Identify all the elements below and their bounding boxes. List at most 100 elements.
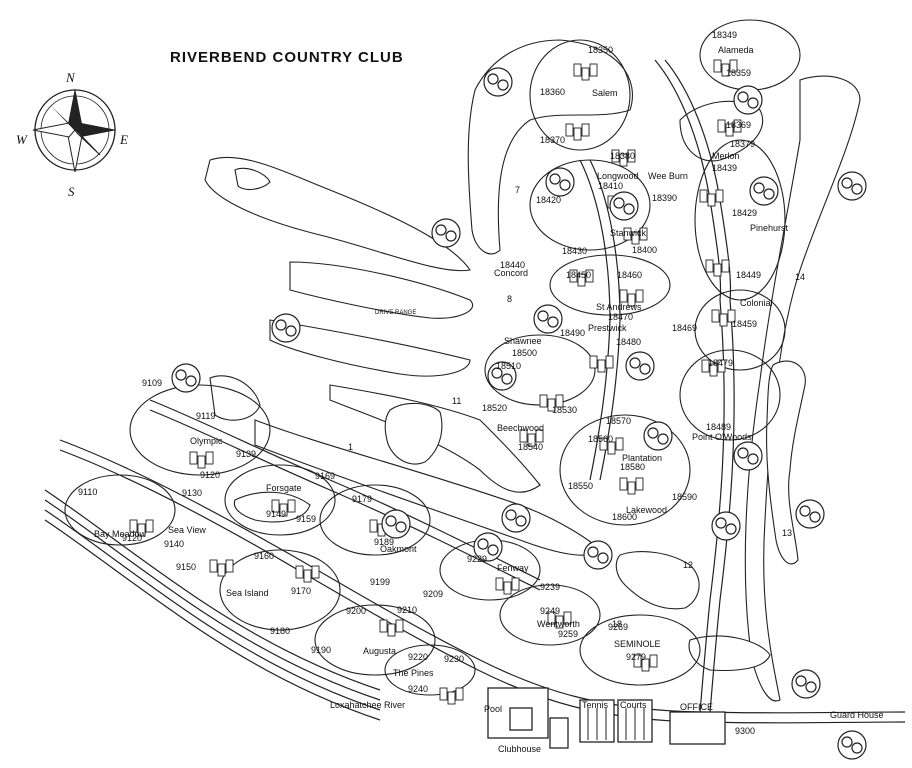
lot-number: 9160 [254,551,274,561]
building-cluster [295,565,320,583]
building-cluster [717,119,742,137]
building-cluster [573,63,598,81]
lot-number: 18439 [712,163,737,173]
tree-cluster [733,441,763,471]
lot-number: 9229 [467,554,487,564]
neighborhood-label: Longwood [597,171,639,181]
neighborhood-label: Fenway [497,563,529,573]
tree-cluster [381,509,411,539]
lot-number: 18350 [588,45,613,55]
building-cluster [623,227,648,245]
neighborhood-label: Sea View [168,525,206,535]
tree-cluster [643,421,673,451]
neighborhood-label: Pinehurst [750,223,789,233]
tree-cluster [749,176,779,206]
courts-label: Courts [620,700,647,710]
neighborhood-label: Prestwick [588,323,627,333]
lot-number: 18489 [706,422,731,432]
lot-number: 9259 [558,629,578,639]
lot-number: 18540 [518,442,543,452]
lot-number: 9169 [315,471,335,481]
lot-number: 9209 [423,589,443,599]
lot-number: 18430 [562,246,587,256]
office-building [669,711,726,745]
lot-number: 18550 [568,481,593,491]
lot-number: 18460 [617,270,642,280]
neighborhood-label: Wentworth [537,619,580,629]
tree-cluster [837,171,867,201]
lot-number: 9149 [266,509,286,519]
lot-number: 9199 [370,577,390,587]
lot-number: 9140 [164,539,184,549]
lot-number: 9170 [291,586,311,596]
drive-range-label: DRIVE RANGE [375,310,416,316]
neighborhood-label: Augusta [363,646,396,656]
compass-west: W [16,132,28,147]
building-cluster [209,559,234,577]
lot-number: 9200 [346,606,366,616]
building-cluster [519,429,544,447]
building-cluster [619,289,644,307]
building-cluster [701,359,726,377]
neighborhood-label: Salem [592,88,618,98]
lot-number: 18349 [712,30,737,40]
river-label: Loxahatchee River [330,700,405,710]
lot-number: 18490 [560,328,585,338]
building-cluster [589,355,614,373]
compass-south: S [68,184,75,199]
lot-number: 18459 [732,319,757,329]
lot-number: 18390 [652,193,677,203]
lot-number: 18570 [606,416,631,426]
building-cluster [705,259,730,277]
tree-cluster [533,304,563,334]
lot-number: 18510 [496,361,521,371]
lot-number: 18520 [482,403,507,413]
tree-cluster [545,167,575,197]
tree-cluster [271,313,301,343]
tree-cluster [483,67,513,97]
building-cluster [569,269,594,287]
tree-cluster [711,511,741,541]
building-cluster [619,477,644,495]
lot-number: 9180 [270,626,290,636]
tree-clusters [171,67,867,760]
hole-number: 13 [782,528,792,538]
lot-number: 18420 [536,195,561,205]
golf-fairways [204,39,861,702]
lot-number: 18470 [608,312,633,322]
hole-number: 14 [795,272,805,282]
building-cluster [439,687,464,705]
tree-cluster [609,191,639,221]
compass-rose: N S E W [16,70,128,199]
lot-number: 18479 [708,358,733,368]
lot-number: 9119 [196,411,215,421]
lot-number: 18410 [598,181,623,191]
hole-number: 7 [515,185,520,195]
compass-east: E [119,132,128,147]
lot-number: 18480 [616,337,641,347]
neighborhood-label: Sea Island [226,588,269,598]
tree-cluster [431,218,461,248]
lot-number: 18440 [500,260,525,270]
lot-number: 18400 [632,245,657,255]
lot-number: 9189 [374,537,394,547]
neighborhood-label: Olympic [190,436,223,446]
neighborhood-label: Stanwick [610,228,647,238]
tree-cluster [625,351,655,381]
facilities: Pool Clubhouse Tennis Courts OFFICE [484,687,726,754]
lot-number: 9179 [352,494,372,504]
office-label: OFFICE [680,702,713,712]
neighborhood-label: Wee Burn [648,171,688,181]
neighborhood-label: SEMINOLE [614,639,661,649]
building-cluster [711,309,736,327]
tree-cluster [501,503,531,533]
pool-icon [509,707,533,731]
neighborhood-label: Plantation [622,453,662,463]
lot-number: 9190 [311,645,331,655]
tree-cluster [583,540,613,570]
lot-number: 9139 [236,449,256,459]
hole-number: 11 [452,396,461,406]
hole-number: 8 [507,294,512,304]
neighborhood-label: Beechwood [497,423,544,433]
